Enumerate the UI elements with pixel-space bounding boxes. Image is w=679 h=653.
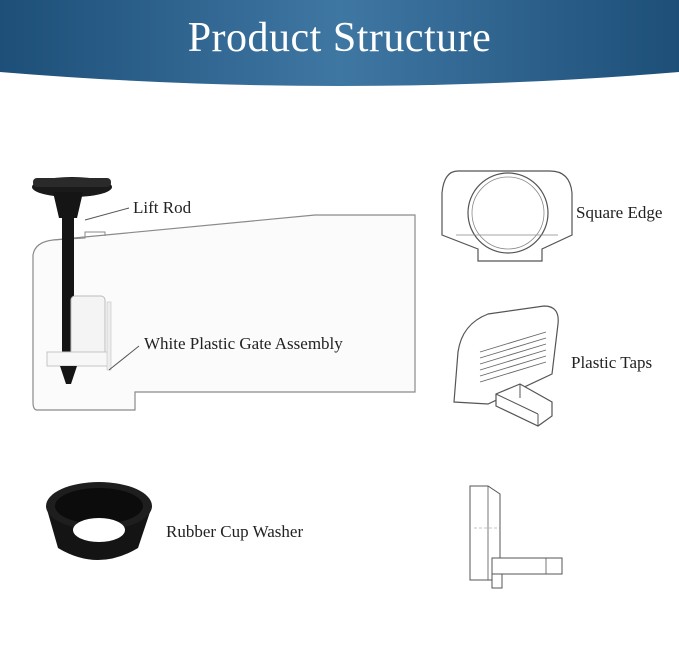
rubber-cup-washer-diagram [46, 482, 152, 560]
tub-spout-diagram [32, 177, 416, 411]
title-banner: Product Structure [0, 0, 679, 90]
side-profile-diagram [469, 485, 563, 589]
label-gate-assembly: White Plastic Gate Assembly [144, 334, 343, 353]
label-cup-washer: Rubber Cup Washer [166, 522, 304, 541]
page-title: Product Structure [187, 15, 492, 61]
lift-rod-stem [53, 192, 83, 218]
label-lift-rod: Lift Rod [133, 198, 192, 217]
plastic-taps-diagram [453, 305, 559, 427]
plastic-gate [70, 295, 106, 359]
label-square-edge: Square Edge [576, 203, 663, 222]
square-edge-diagram [441, 170, 573, 262]
banner-background [0, 0, 679, 86]
label-plastic-taps: Plastic Taps [571, 353, 653, 372]
